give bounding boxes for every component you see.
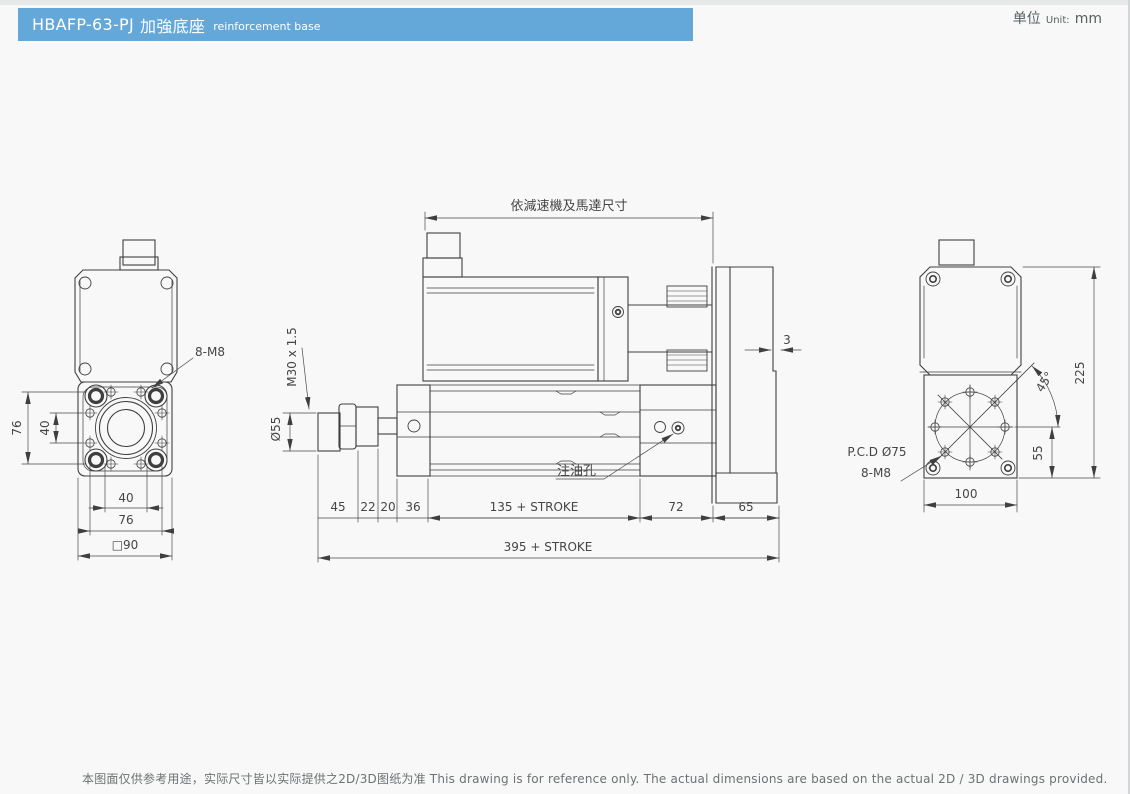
m8-holes xyxy=(82,384,170,472)
seg-20: 20 xyxy=(380,500,395,514)
rear-view-dims: P.C.D Ø75 8-M8 45° 225 55 100 xyxy=(847,266,1101,513)
unit-label-en: Unit: xyxy=(1045,15,1070,26)
dim-100: 100 xyxy=(955,487,978,501)
seg-72: 72 xyxy=(668,500,683,514)
page-title-model: HBAFP-63-PJ xyxy=(32,15,135,34)
page-title-en: reinforcement base xyxy=(213,20,321,33)
seg-stroke: 135 + STROKE xyxy=(490,500,579,514)
side-view xyxy=(317,232,778,504)
seg-65: 65 xyxy=(738,500,753,514)
page-title-cn: 加強底座 xyxy=(140,16,206,36)
seg-36: 36 xyxy=(405,500,420,514)
pcd-label: P.C.D Ø75 xyxy=(847,445,906,459)
thread-label: M30 x 1.5 xyxy=(285,327,299,386)
side-top-note: 依減速機及馬達尺寸 xyxy=(510,198,627,214)
front-dim-76v: 76 xyxy=(10,420,24,435)
side-view-dims: 依減速機及馬達尺寸 M30 x 1.5 Ø55 注油孔 3 45 22 20 3… xyxy=(269,198,802,563)
seg-45: 45 xyxy=(330,500,345,514)
plate-thickness-label: 3 xyxy=(783,333,791,347)
flange-bolts xyxy=(84,384,168,472)
pcd-holes xyxy=(927,384,1013,470)
rear-view xyxy=(919,239,1035,479)
rod-dia-label: Ø55 xyxy=(269,417,283,442)
oil-hole-label: 注油孔 xyxy=(557,464,596,479)
title-bar: HBAFP-63-PJ 加強底座 reinforcement base xyxy=(18,8,693,41)
front-dim-90: □90 xyxy=(112,538,139,552)
page-right-border xyxy=(1128,0,1130,794)
top-strip xyxy=(0,0,1130,5)
disclaimer-text: 本图面仅供参考用途，实际尺寸皆以实际提供之2D/3D图纸为准 This draw… xyxy=(82,772,1108,786)
unit-value: mm xyxy=(1074,11,1102,27)
dim-225: 225 xyxy=(1073,362,1087,385)
unit-indicator: 单位 Unit: mm xyxy=(1013,8,1102,28)
seg-22: 22 xyxy=(360,500,375,514)
unit-label-cn: 单位 xyxy=(1012,11,1041,27)
plate-screws xyxy=(925,460,1016,476)
oil-hole xyxy=(671,421,685,435)
dim-55: 55 xyxy=(1031,445,1045,460)
front-dim-76h: 76 xyxy=(118,513,133,527)
angle-label: 45° xyxy=(1033,369,1056,394)
front-dim-40v: 40 xyxy=(38,420,52,435)
motor-screws xyxy=(925,271,1016,287)
front-view xyxy=(74,239,178,477)
total-length-label: 395 + STROKE xyxy=(504,540,593,554)
rear-bolt-label: 8-M8 xyxy=(861,466,891,480)
front-bolt-label: 8-M8 xyxy=(195,345,225,359)
front-dim-40h: 40 xyxy=(118,491,133,505)
front-view-dims: 8-M8 76 40 40 76 □90 xyxy=(10,345,225,561)
